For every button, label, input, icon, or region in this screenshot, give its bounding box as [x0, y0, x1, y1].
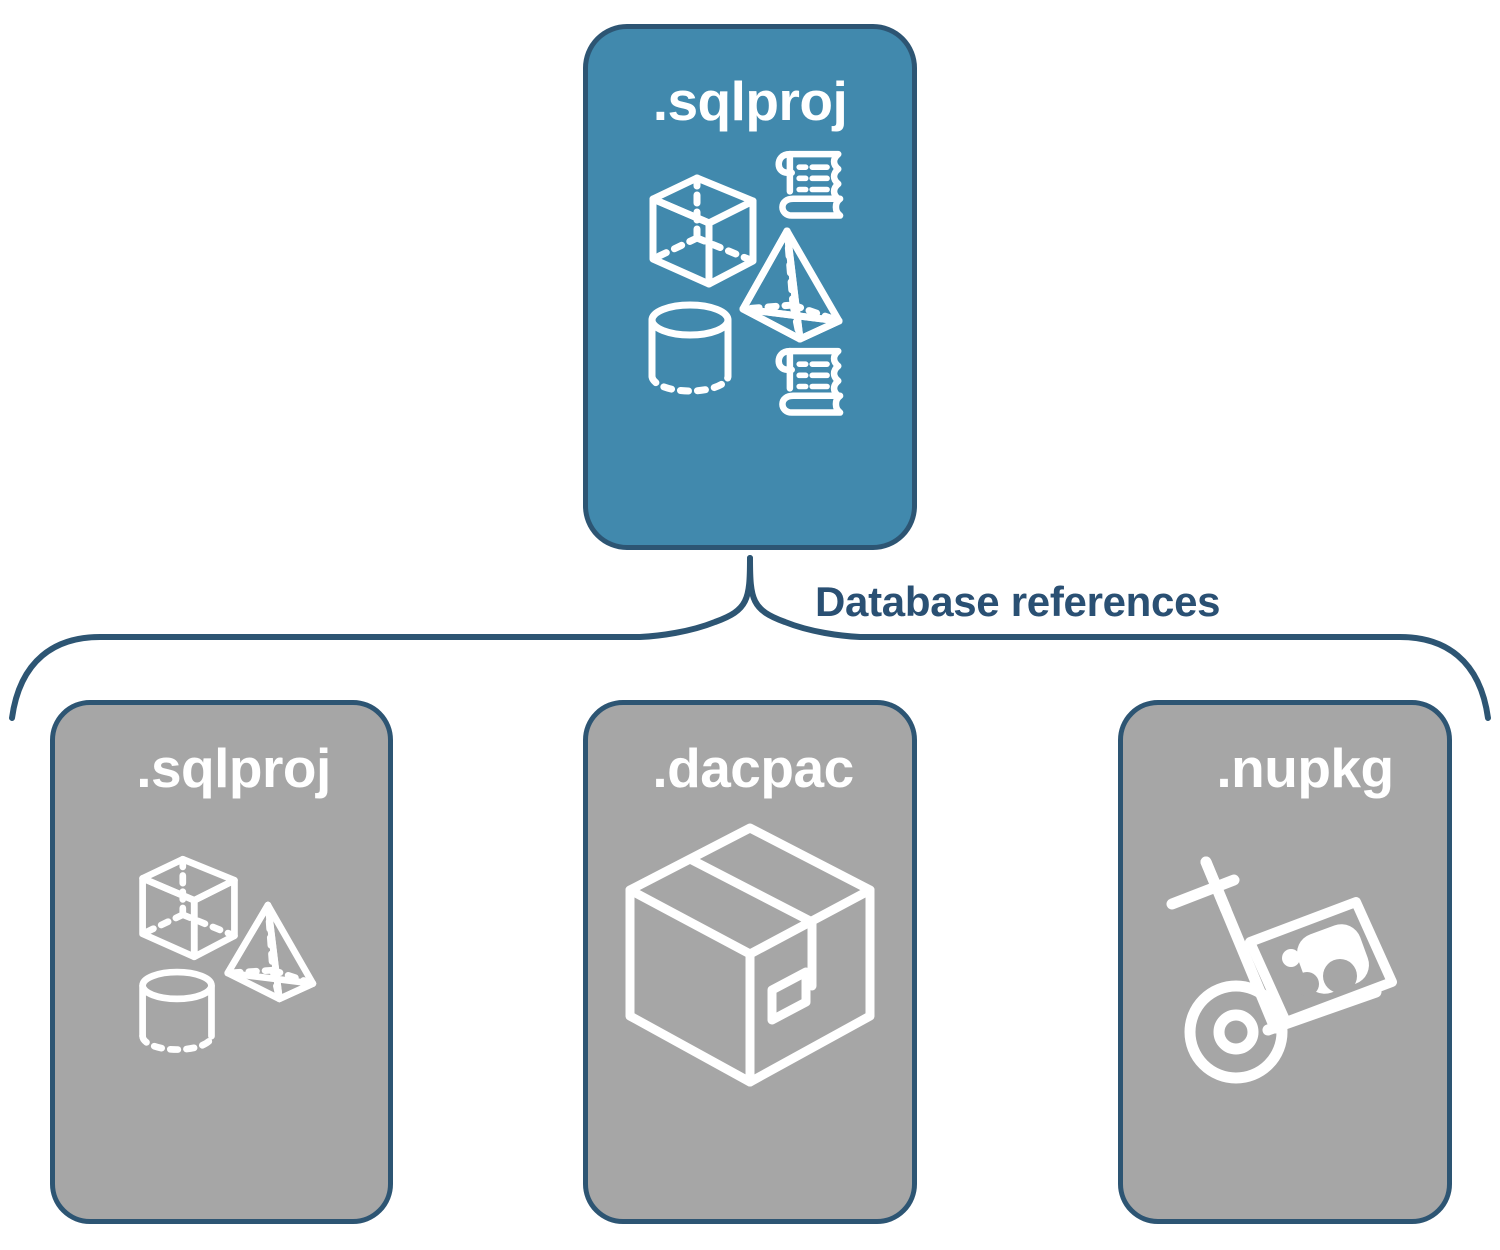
- cube-icon: [138, 855, 238, 961]
- root-project-icon-group: [635, 143, 865, 428]
- package-box-icon: [625, 823, 875, 1087]
- cylinder-icon: [138, 968, 215, 1053]
- hand-truck-icon: [1166, 856, 1397, 1084]
- reference-card-sqlproj[interactable]: .sqlproj: [50, 700, 393, 1224]
- reference-label-dacpac: .dacpac: [652, 737, 854, 799]
- connector-label: Database references: [815, 578, 1221, 625]
- reference-card-nupkg[interactable]: .nupkg: [1118, 700, 1452, 1224]
- root-project-card[interactable]: .sqlproj: [583, 24, 917, 550]
- reference-label-sqlproj: .sqlproj: [136, 737, 331, 799]
- scroll-icon: [775, 347, 844, 416]
- root-project-label: .sqlproj: [652, 70, 848, 132]
- dacpac-icon-group: [620, 820, 880, 1095]
- reference-label-nupkg: .nupkg: [1216, 737, 1394, 799]
- sqlproj-objects-icon: [648, 150, 844, 416]
- pyramid-icon: [223, 901, 316, 1003]
- sqlproj-reference-icon-group: [112, 842, 332, 1067]
- cube-icon: [649, 174, 757, 288]
- scroll-icon: [775, 150, 844, 219]
- sqlproj-objects-icon: [138, 855, 316, 1053]
- cylinder-icon: [648, 301, 732, 395]
- pyramid-icon: [739, 227, 843, 343]
- nupkg-icon-group: [1160, 832, 1410, 1097]
- reference-card-dacpac[interactable]: .dacpac: [583, 700, 917, 1224]
